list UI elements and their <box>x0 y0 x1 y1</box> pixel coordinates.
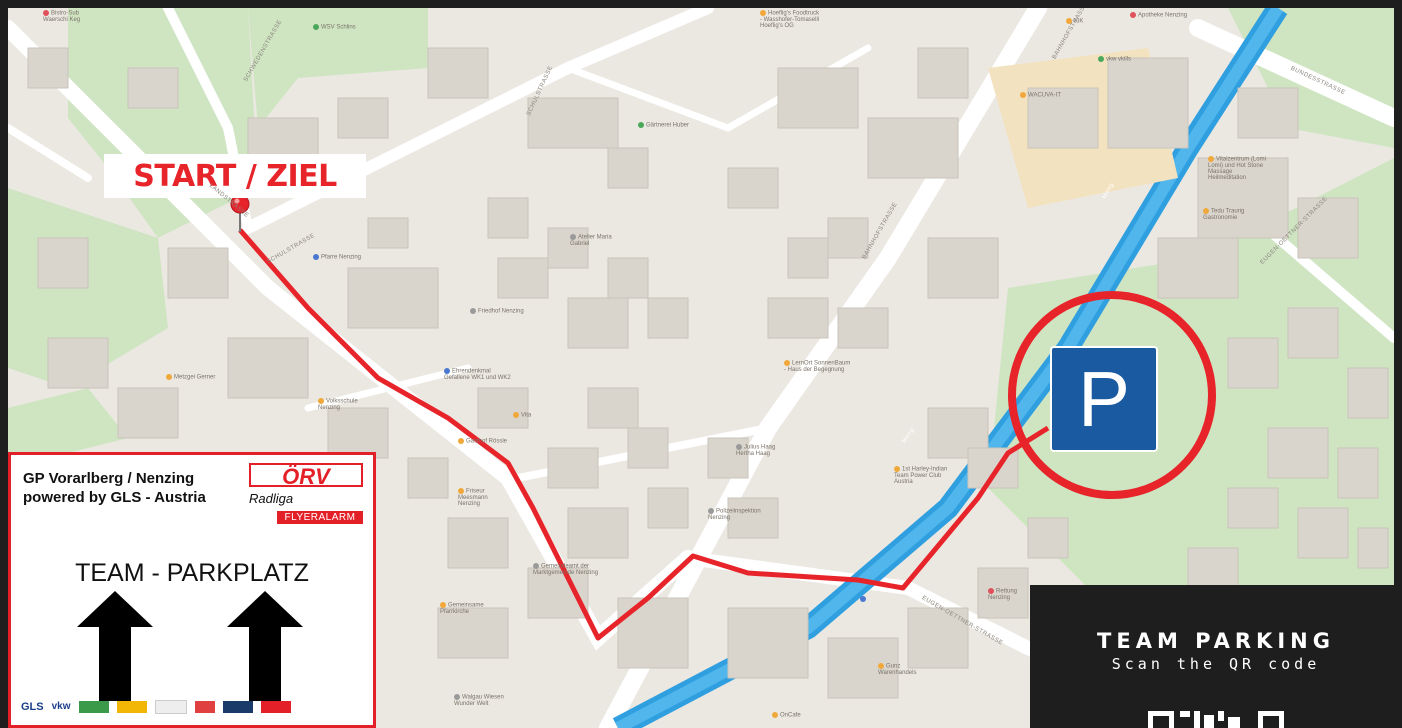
church-icon <box>440 602 446 608</box>
poi-gemeinde[interactable]: Gemeindeamt der Marktgemeinde Nenzing <box>533 563 599 576</box>
poi-wacuva[interactable]: WACUVA-IT <box>1020 92 1061 99</box>
poi-gaertnerei[interactable]: Gärtnerei Huber <box>638 122 689 129</box>
police-icon <box>708 508 714 514</box>
education-icon <box>784 360 790 366</box>
butcher-icon <box>166 374 172 380</box>
poi-parking-small[interactable] <box>860 596 868 603</box>
store-icon <box>1098 56 1104 62</box>
poi-vitalzentrum[interactable]: Vitalzentrum (Lomi Lomi) und Hot Stone M… <box>1208 156 1266 181</box>
cemetery-icon <box>470 308 476 314</box>
poi-volksschule[interactable]: Volksschule Nenzing <box>318 398 358 411</box>
poi-vita[interactable]: Vita <box>513 412 531 419</box>
shop-icon <box>878 663 884 669</box>
place-icon <box>454 694 460 700</box>
restaurant-icon <box>43 10 49 16</box>
parking-highlight-circle <box>1008 291 1216 499</box>
garden-icon <box>638 122 644 128</box>
map-view[interactable]: P START / ZIEL SCHULSTRASSE SCHULSTRASSE… <box>8 8 1394 728</box>
poi-ehrenmal[interactable]: Ehrendenkmal Gefallene WK1 und WK2 <box>444 368 511 381</box>
monument-icon <box>444 368 450 374</box>
poi-wsv[interactable]: WSV Schlins <box>313 24 356 31</box>
restaurant-icon <box>458 438 464 444</box>
qr-subheading: Scan the QR code <box>1111 655 1321 673</box>
poi-kik[interactable]: KiK <box>1066 18 1083 25</box>
poi-bistro[interactable]: Bistro-Sub Waerschi Keg <box>43 10 81 23</box>
poi-pfarre[interactable]: Pfarre Nenzing <box>313 254 361 261</box>
restaurant-icon <box>1203 208 1209 214</box>
sponsor-logo <box>194 701 215 713</box>
sponsor-logos: GLS vkw <box>21 697 361 717</box>
church-icon <box>313 254 319 260</box>
sponsor-logo <box>116 701 147 713</box>
qr-code-icon[interactable] <box>1148 709 1284 728</box>
food-icon <box>760 10 766 16</box>
poi-foodtruck[interactable]: Hoeflig's Foodtruck - Wasshofer-Tomasell… <box>760 10 820 29</box>
qr-heading: TEAM PARKING <box>1097 629 1335 653</box>
sponsor-logo <box>260 701 291 713</box>
map-base <box>8 8 1394 728</box>
poi-haag[interactable]: Julius Haag Hertha Haag <box>736 444 776 457</box>
poi-oncafe[interactable]: OnCafe <box>772 712 801 719</box>
gls-logo: GLS <box>21 701 44 713</box>
barber-icon <box>458 488 464 494</box>
vkw-logo: vkw <box>51 701 71 712</box>
cafe-icon <box>772 712 778 718</box>
parking-icon <box>860 596 866 602</box>
sign-arrows <box>77 591 303 701</box>
sponsor-logo <box>78 701 109 713</box>
sign-title: GP Vorarlberg / Nenzing powered by GLS -… <box>23 470 206 506</box>
shop-icon <box>1020 92 1026 98</box>
poi-friseur[interactable]: Friseur Meesmann Nenzing <box>458 488 488 507</box>
shop-icon <box>513 412 519 418</box>
orv-logo: ÖRV Radliga FLYERALARM <box>243 463 367 533</box>
team-parking-sign: GP Vorarlberg / Nenzing powered by GLS -… <box>8 452 376 728</box>
poi-tedu[interactable]: Tedu Traurig Gastronomie <box>1203 208 1245 221</box>
shop-icon <box>1066 18 1072 24</box>
poi-harley[interactable]: 1st Harley-Indian Team Power Club Austri… <box>894 466 948 485</box>
poi-walgau[interactable]: Walgau Wiesen Wunder Welt <box>454 694 504 707</box>
start-finish-text: START / ZIEL <box>133 158 337 194</box>
pharmacy-icon <box>1130 12 1136 18</box>
poi-gasthaus[interactable]: Gasthof Rössle <box>458 438 507 445</box>
qr-panel: TEAM PARKING Scan the QR code <box>1030 585 1402 728</box>
ambulance-icon <box>988 588 994 594</box>
parking-symbol: P <box>1077 355 1131 443</box>
poi-friedhof[interactable]: Friedhof Nenzing <box>470 308 524 315</box>
start-finish-label: START / ZIEL <box>104 154 366 198</box>
sponsor-logo <box>222 701 253 713</box>
arrow-up-icon <box>227 591 303 701</box>
motorcycle-icon <box>894 466 900 472</box>
sponsor-logo <box>154 700 187 714</box>
spa-icon <box>1208 156 1214 162</box>
poi-apotheke[interactable]: Apotheke Nenzing <box>1130 12 1187 19</box>
poi-gunz[interactable]: Gunz Warenhandels <box>878 663 917 676</box>
route-line <box>238 228 1050 641</box>
poi-atelier[interactable]: Atelier Maria Gabriel <box>570 234 612 247</box>
sign-heading: TEAM - PARKPLATZ <box>75 559 309 587</box>
art-icon <box>570 234 576 240</box>
townhall-icon <box>533 563 539 569</box>
poi-lernort[interactable]: LernOrt SonnenBaum - Haus der Begegnung <box>784 360 851 373</box>
place-icon <box>736 444 742 450</box>
arrow-up-icon <box>77 591 153 701</box>
poi-vkw[interactable]: vkw vkills <box>1098 56 1131 63</box>
school-icon <box>318 398 324 404</box>
poi-polizei[interactable]: Polizeiinspektion Nenzing <box>708 508 761 521</box>
poi-gemeinsame[interactable]: Gemeinsame Pfarrkirche <box>440 602 484 615</box>
poi-rettung[interactable]: Rettung Nenzing <box>988 588 1018 601</box>
parking-sign[interactable]: P <box>1050 346 1158 452</box>
poi-metzgerei[interactable]: Metzgei Gerner <box>166 374 215 381</box>
park-icon <box>313 24 319 30</box>
